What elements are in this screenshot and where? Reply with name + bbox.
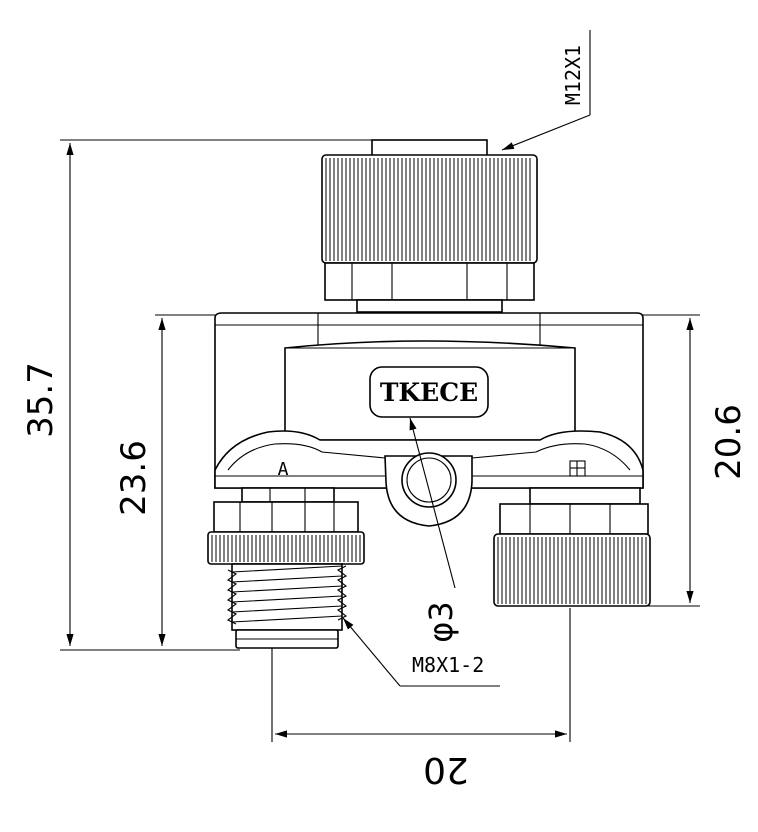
dim-body-height-label: 23.6 (114, 440, 154, 516)
brand-label: TKECE (380, 378, 478, 407)
right-knurl (497, 537, 647, 604)
dim-overall-height: 35.7 (21, 139, 372, 651)
dim-overall-height-label: 35.7 (21, 362, 61, 438)
thread-top-label: M12X1 (561, 45, 585, 105)
dim-right-height-label: 20.6 (709, 404, 749, 480)
dim-right-height: 20.6 (642, 314, 749, 607)
left-port-m8 (207, 487, 365, 649)
hole-leader: φ3 (409, 417, 460, 643)
hole-diameter-label: φ3 (422, 601, 460, 642)
m12-leader: M12X1 (501, 30, 591, 151)
top-knurl (325, 158, 531, 261)
right-port (493, 487, 651, 607)
brand-plate: TKECE (369, 366, 489, 418)
dim-port-spacing-label: 20 (423, 749, 469, 790)
dim-port-spacing: 20 (271, 600, 571, 790)
port-b-label (569, 460, 586, 477)
m8-leader: M8X1-2 (342, 617, 500, 687)
dim-body-height: 23.6 (114, 314, 240, 651)
mounting-hole (384, 452, 473, 527)
top-coupling-nut (321, 139, 538, 313)
port-a-label: A (278, 459, 289, 480)
thread-bottom-label: M8X1-2 (412, 653, 484, 677)
left-knurl (211, 535, 361, 562)
